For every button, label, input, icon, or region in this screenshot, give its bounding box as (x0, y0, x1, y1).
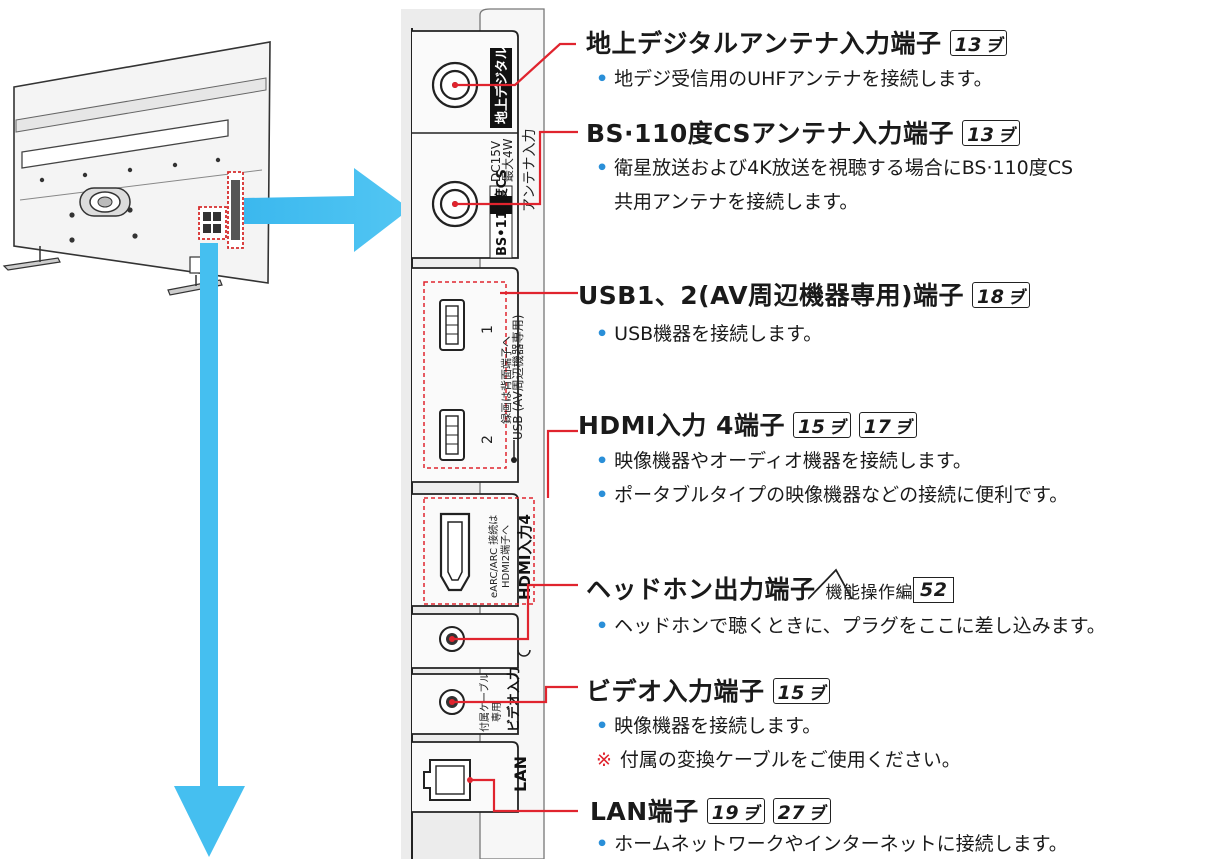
lan-desc: •ホームネットワークやインターネットに接続します。 (596, 833, 1068, 855)
panel-video-label: ビデオ入力 (506, 667, 522, 732)
terminal-panel: 地上デジタル BS•110度CS DC15V 最大4W アンテナ入力 1 2 録… (401, 8, 545, 859)
corner-arrow-icon (808, 568, 853, 600)
headphone-symbol-icon (517, 649, 531, 657)
tv-back-illustration (2, 41, 271, 296)
panel-earc-note-2: HDMI2端子へ (499, 525, 512, 588)
hdmi-port (439, 512, 471, 592)
panel-usb1-num: 1 (480, 325, 496, 334)
terrestrial-desc: •地デジ受信用のUHFアンテナを接続します。 (596, 68, 993, 90)
panel-lan-label: LAN (511, 756, 530, 792)
video-desc-1: •映像機器を接続します。 (596, 715, 822, 737)
panel-usb-rec-note: 録画は背面端子へ (499, 336, 513, 424)
panel-usb2-num: 2 (480, 435, 496, 444)
zoom-arrows (174, 168, 410, 857)
panel-usb-label: USB (AV周辺機器専用) (510, 315, 525, 440)
bs-desc-1: •衛星放送および4K放送を視聴する場合にBS·110度CS (596, 157, 1074, 179)
headphone-desc: •ヘッドホンで聴くときに、プラグをここに差し込みます。 (596, 615, 1106, 637)
leader-lines (452, 42, 578, 813)
panel-antenna-input-label: アンテナ入力 (522, 129, 538, 212)
leader-dots (449, 82, 473, 783)
manual-ref-badge: 52 (913, 577, 955, 603)
usb-symbol-icon (511, 440, 517, 463)
panel-dc2: 最大4W (501, 138, 515, 182)
panel-video-cable-note-2: 専用 (491, 702, 503, 722)
vesa-mount (79, 187, 131, 217)
usb-port-1 (439, 299, 465, 351)
video-desc-2: ※付属の変換ケーブルをご使用ください。 (596, 749, 961, 771)
bs-desc-2: 共用アンテナを接続します。 (614, 191, 859, 213)
panel-hdmi-label: HDMI入力4 (516, 514, 534, 600)
hdmi-desc-1: •映像機器やオーディオ機器を接続します。 (596, 450, 972, 472)
usb-desc: •USB機器を接続します。 (596, 323, 823, 345)
panel-dc1: DC15V (489, 140, 503, 182)
panel-bs-label: BS•110度CS (494, 169, 510, 256)
hdmi-desc-2: •ポータブルタイプの映像機器などの接続に便利です。 (596, 484, 1069, 506)
panel-earc-note-1: eARC/ARC 接続は (487, 515, 500, 598)
usb-port-2 (439, 409, 465, 461)
lan-port (423, 759, 471, 801)
